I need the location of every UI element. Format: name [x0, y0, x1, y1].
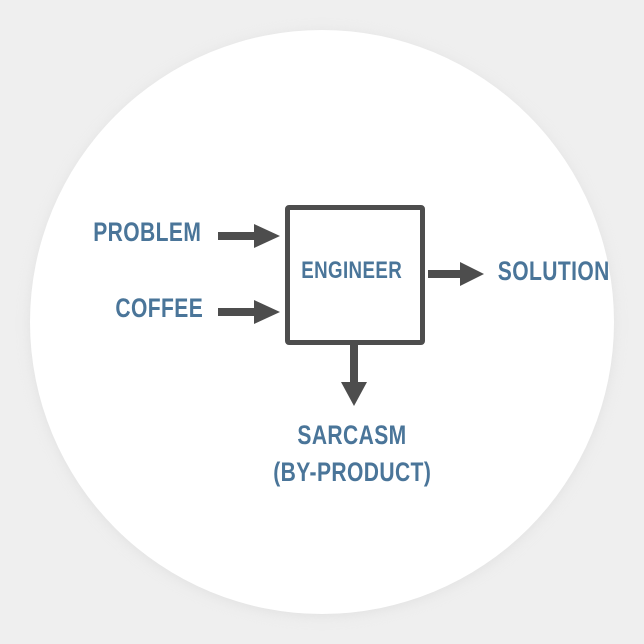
round-sticker: PROBLEM COFFEE ENGINEER SOLUTION — [30, 30, 614, 614]
engineer-flowchart: PROBLEM COFFEE ENGINEER SOLUTION — [30, 30, 614, 614]
process-label-engineer-text: ENGINEER — [301, 257, 403, 284]
arrow-down-icon-sarcasm — [341, 344, 367, 406]
byproduct-sublabel-text: (BY-PRODUCT) — [273, 457, 431, 487]
input-label-problem: PROBLEM — [30, 219, 216, 246]
arrow-right-icon-solution — [428, 262, 484, 286]
process-label-engineer: ENGINEER — [287, 259, 417, 283]
output-label-solution-text: SOLUTION — [497, 256, 610, 286]
arrow-right-icon-coffee — [218, 300, 280, 324]
process-box-engineer — [285, 205, 425, 345]
byproduct-label-sarcasm: SARCASM — [212, 422, 492, 449]
byproduct-sublabel: (BY-PRODUCT) — [212, 459, 492, 486]
output-label-solution: SOLUTION — [482, 258, 614, 285]
byproduct-label-sarcasm-text: SARCASM — [297, 420, 407, 450]
arrow-right-icon-problem — [218, 224, 280, 248]
input-label-problem-text: PROBLEM — [92, 217, 201, 247]
input-label-coffee: COFFEE — [30, 295, 216, 322]
input-label-coffee-text: COFFEE — [115, 293, 204, 323]
